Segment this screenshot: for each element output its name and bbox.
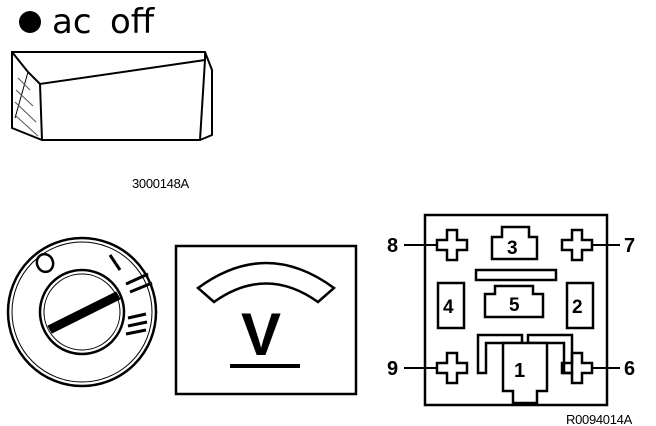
ac-label: ac — [52, 2, 92, 42]
terminal-8-label: 8 — [387, 235, 398, 257]
terminal-9-cross — [435, 351, 469, 385]
terminal-6-label: 6 — [624, 358, 635, 380]
terminal-7-cross — [560, 228, 594, 262]
ac-off-header: ac off — [19, 2, 156, 42]
terminal-8-cross — [435, 228, 469, 262]
pin-5-label: 5 — [509, 295, 520, 316]
terminal-6-cross — [560, 351, 594, 385]
terminal-7-label: 7 — [624, 235, 635, 257]
pin-3-label: 3 — [507, 238, 518, 259]
figure-code-top: 3000148A — [132, 176, 190, 191]
voltmeter-illustration: V — [174, 244, 358, 396]
rocker-button-illustration — [11, 51, 213, 141]
filled-circle-icon — [19, 11, 41, 33]
pin-4-label: 4 — [443, 297, 454, 318]
voltmeter-letter: V — [241, 301, 281, 368]
terminal-9-label: 9 — [387, 358, 398, 380]
pin-1-label: 1 — [514, 360, 525, 382]
off-label: off — [110, 2, 156, 42]
pin-2-label: 2 — [572, 297, 583, 318]
figure-code-bottom: R0094014A — [566, 412, 633, 426]
rotary-knob-illustration — [6, 236, 158, 388]
connector-diagram: 3 4 5 2 1 8 7 9 6 — [387, 213, 635, 407]
